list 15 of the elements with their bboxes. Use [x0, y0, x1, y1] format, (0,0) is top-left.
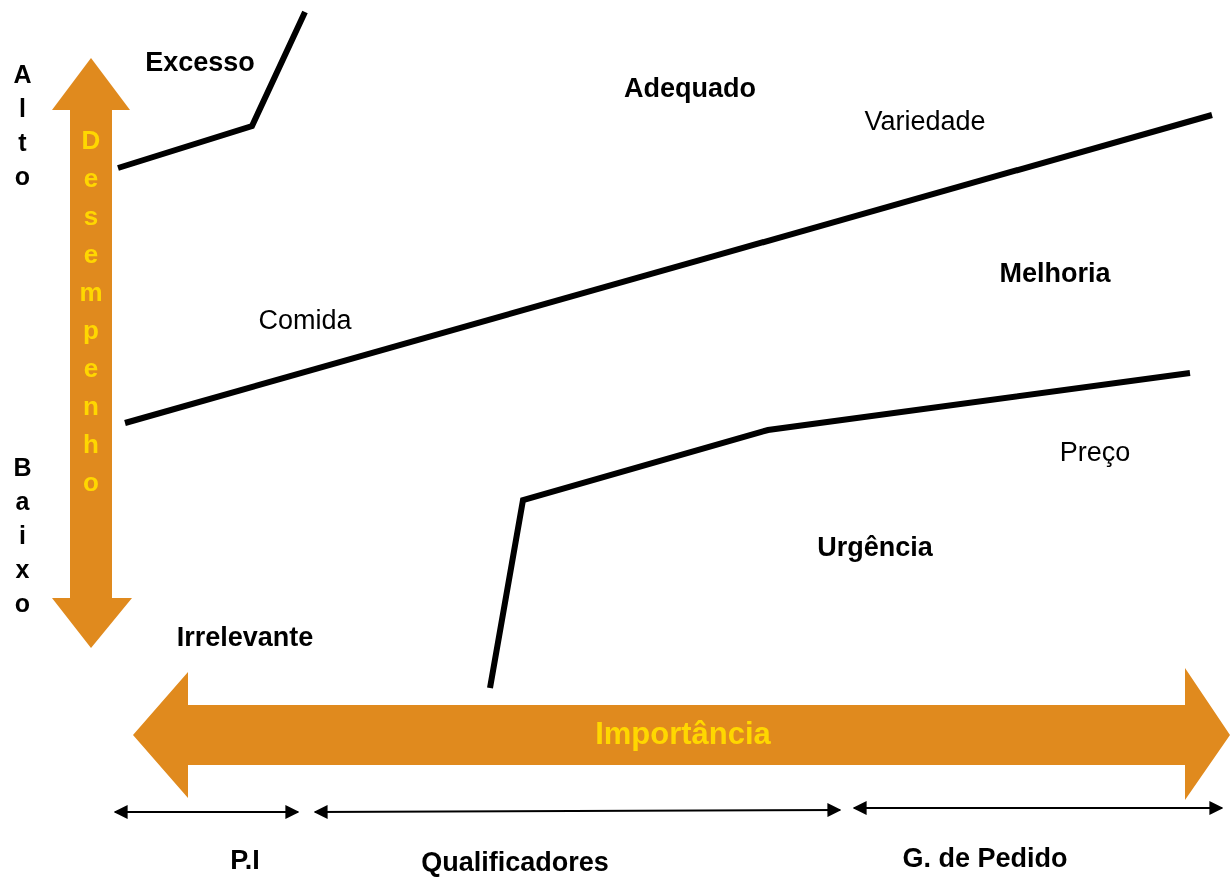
item-label: Preço — [1059, 438, 1131, 466]
item-label: Variedade — [864, 107, 986, 135]
axis-label: Alto — [9, 60, 35, 196]
range-label: P.I — [230, 846, 260, 874]
zone-label: Adequado — [624, 74, 756, 102]
axis-title: Desempenho — [78, 125, 104, 505]
zone-label: Urgência — [817, 533, 933, 561]
zone-label: Melhoria — [999, 259, 1111, 287]
range-label: G. de Pedido — [902, 844, 1068, 872]
axis-label: Baixo — [9, 453, 35, 623]
range-label: Qualificadores — [421, 848, 609, 876]
axis-title: Importância — [595, 717, 771, 749]
zone-label: Excesso — [145, 48, 255, 76]
item-label: Comida — [258, 306, 352, 334]
zone-label: Irrelevante — [176, 623, 314, 651]
